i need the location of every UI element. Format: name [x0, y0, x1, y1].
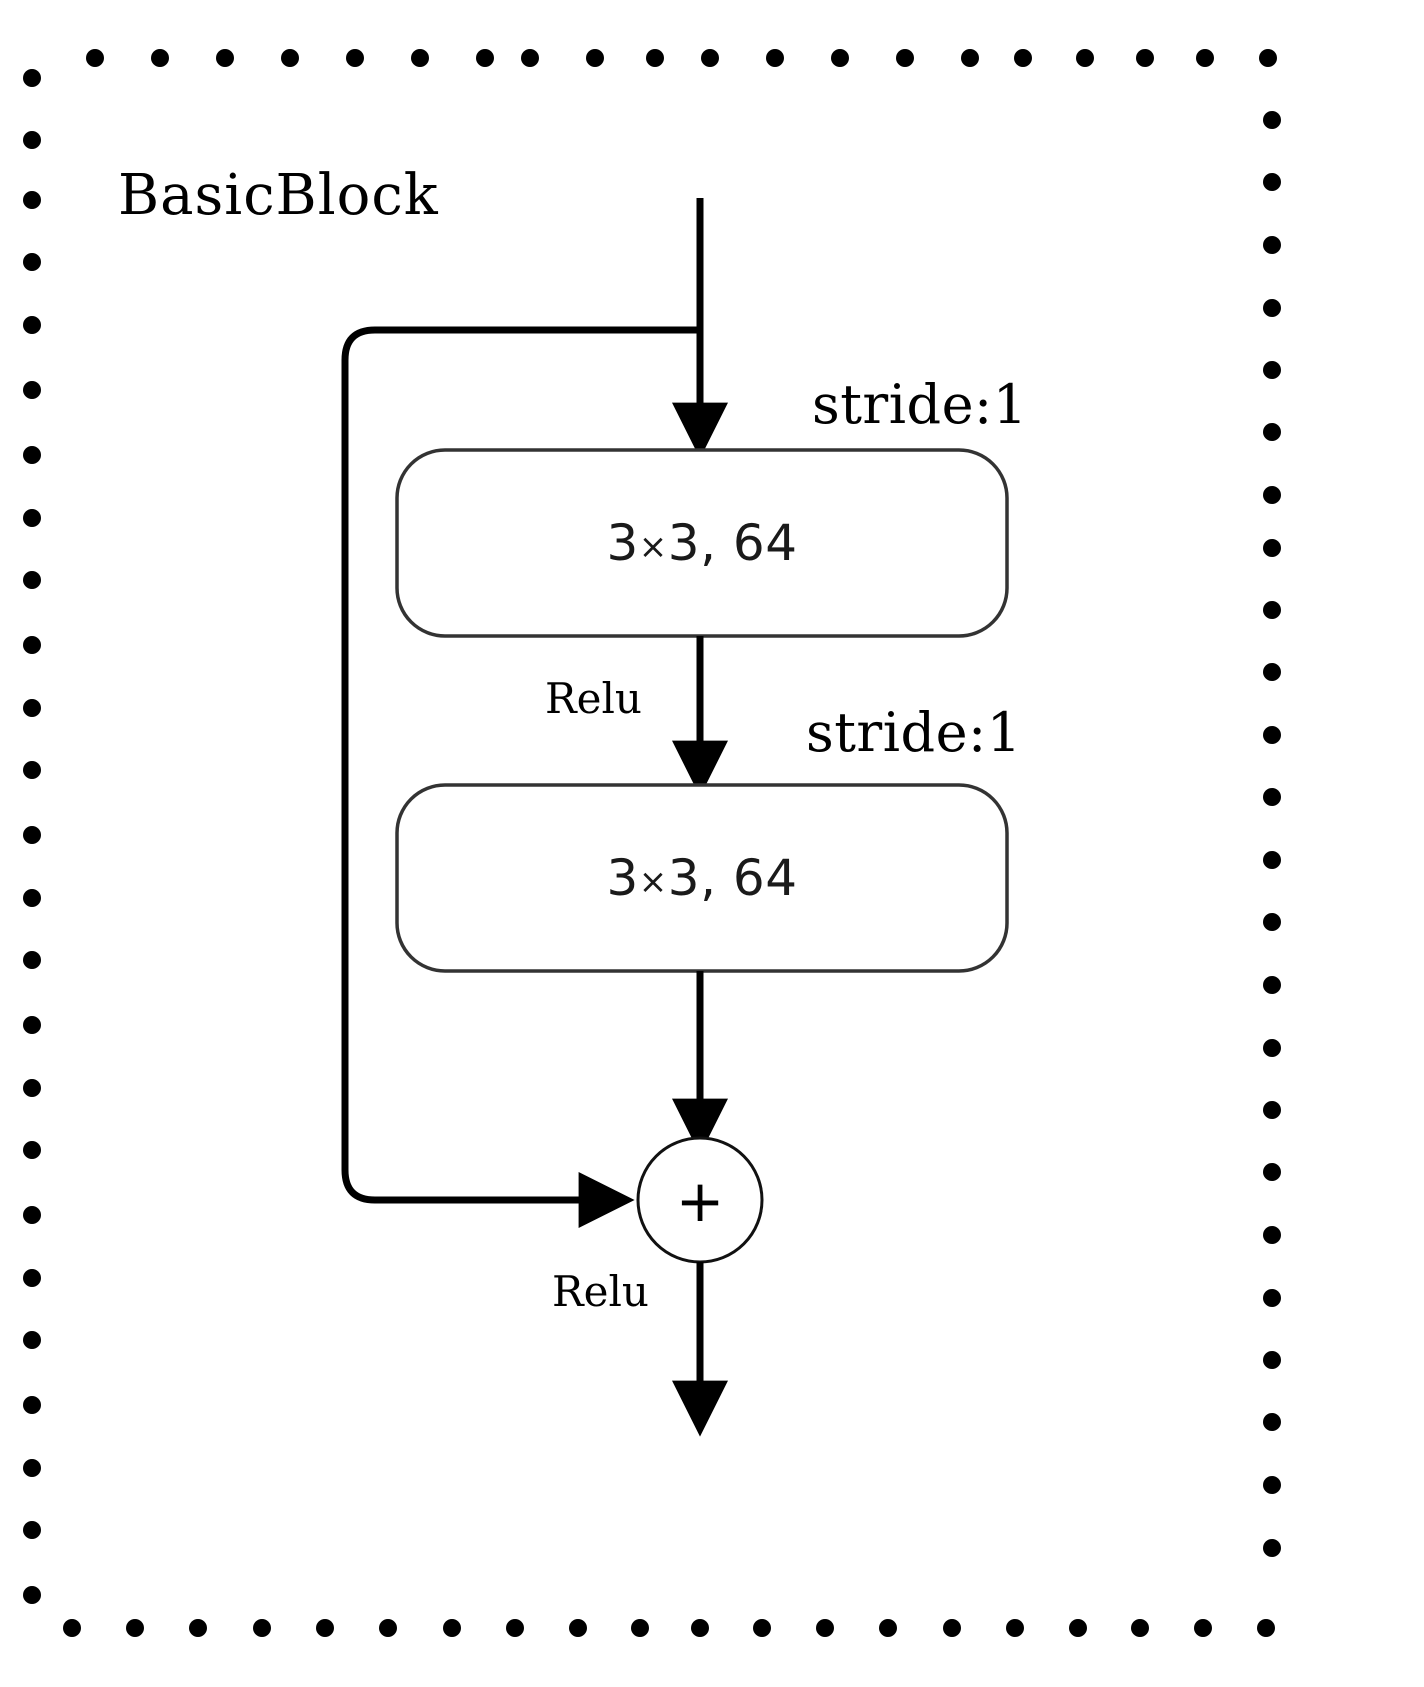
dotted-border: [23, 49, 1281, 1637]
conv-block-2-kernel-w-channels: 3, 64: [667, 849, 798, 907]
relu-label-after-conv1: Relu: [545, 674, 642, 723]
plus-icon: +: [675, 1167, 725, 1235]
relu-label-after-add: Relu: [552, 1267, 649, 1316]
page-title: BasicBlock: [118, 163, 439, 228]
conv-block-2-label: 3×3, 64: [394, 853, 1010, 903]
stride-label-conv1: stride:1: [812, 373, 1028, 436]
conv-block-2-kernel-h: 3: [606, 849, 639, 907]
stride-label-conv2: stride:1: [806, 701, 1022, 764]
multiply-icon: ×: [638, 862, 668, 902]
conv-block-1-label: 3×3, 64: [394, 518, 1010, 568]
edge-skip-connection: [341, 326, 700, 1228]
conv-block-1-kernel-h: 3: [606, 514, 639, 572]
multiply-icon: ×: [638, 527, 668, 567]
conv-block-1-kernel-w-channels: 3, 64: [667, 514, 798, 572]
